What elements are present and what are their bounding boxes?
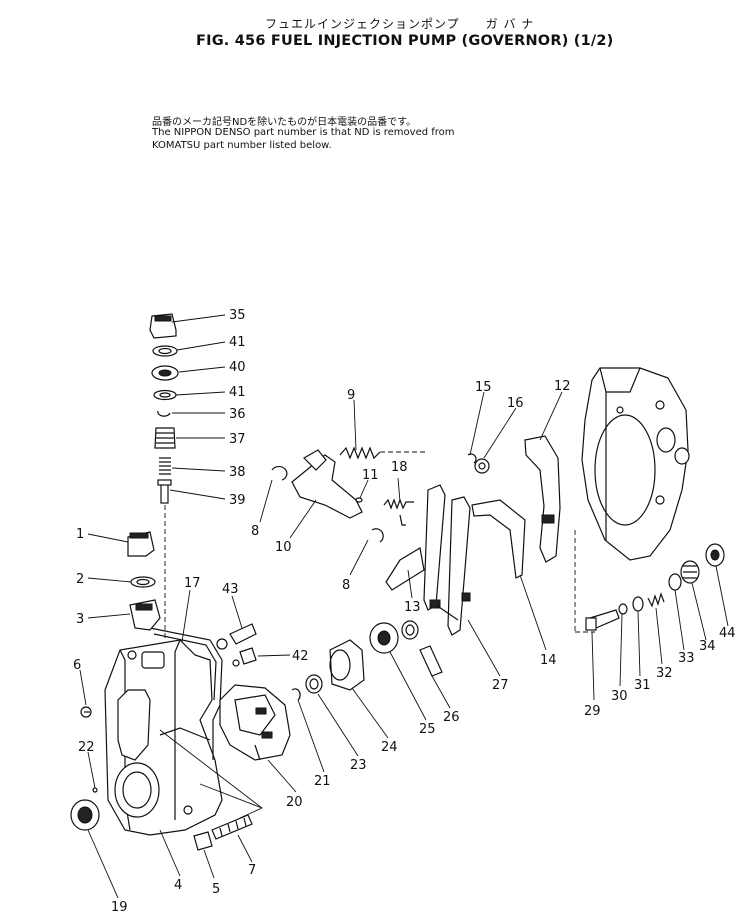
callout-32: 32 <box>656 666 673 681</box>
callout-17: 17 <box>184 576 201 591</box>
callout-29: 29 <box>584 704 601 719</box>
lever-12 <box>524 435 561 563</box>
callout-27: 27 <box>492 678 509 693</box>
bolts <box>216 623 257 667</box>
callout-13: 13 <box>404 600 421 615</box>
callout-8b: 8 <box>342 578 350 593</box>
callout-41b: 41 <box>229 385 246 400</box>
callout-39: 39 <box>229 493 246 508</box>
callout-8a: 8 <box>251 524 259 539</box>
callout-36: 36 <box>229 407 246 422</box>
governor-levers <box>385 484 471 636</box>
stud-and-nut <box>193 814 253 851</box>
governor-cover <box>581 367 690 561</box>
callout-4: 4 <box>174 878 182 893</box>
lever-shaft-assembly <box>271 446 425 543</box>
link-and-clips <box>467 453 526 579</box>
lever-12-pin <box>541 514 555 524</box>
callout-10: 10 <box>275 540 292 555</box>
callout-41: 41 <box>229 335 246 350</box>
flyweight-assembly <box>219 684 291 761</box>
callout-5: 5 <box>212 882 220 897</box>
callout-30: 30 <box>611 689 628 704</box>
callout-44: 44 <box>719 626 736 641</box>
figure-title: FIG. 456 FUEL INJECTION PUMP (GOVERNOR) … <box>196 33 614 49</box>
callout-38: 38 <box>229 465 246 480</box>
note-line-english-2: KOMATSU part number listed below. <box>152 140 332 151</box>
callout-31: 31 <box>634 678 651 693</box>
callout-numbers: 35 41 40 41 36 37 38 39 1 2 3 6 22 19 4 … <box>73 308 736 915</box>
callout-12: 12 <box>554 379 571 394</box>
callout-14: 14 <box>540 653 557 668</box>
callout-22: 22 <box>78 740 95 755</box>
callout-35: 35 <box>229 308 246 323</box>
callout-21: 21 <box>314 774 331 789</box>
leader-lines <box>79 314 729 899</box>
callout-2: 2 <box>76 572 84 587</box>
callout-26: 26 <box>443 710 460 725</box>
callout-42: 42 <box>292 649 309 664</box>
callout-15: 15 <box>475 380 492 395</box>
callout-23: 23 <box>350 758 367 773</box>
callout-37: 37 <box>229 432 246 447</box>
governor-housing <box>104 639 223 836</box>
plug-stack <box>149 313 179 640</box>
callout-9: 9 <box>347 388 355 403</box>
callout-33: 33 <box>678 651 695 666</box>
callout-20: 20 <box>286 795 303 810</box>
callout-6: 6 <box>73 658 81 673</box>
callout-16: 16 <box>507 396 524 411</box>
note-line-english-1: The NIPPON DENSO part number is that ND … <box>152 127 455 138</box>
callout-18: 18 <box>391 460 408 475</box>
callout-40: 40 <box>229 360 246 375</box>
gasket-17 <box>149 627 223 760</box>
callout-3: 3 <box>76 612 84 627</box>
callout-24: 24 <box>381 740 398 755</box>
callout-25: 25 <box>419 722 436 737</box>
callout-43: 43 <box>222 582 239 597</box>
note-line-japanese: 品番のメーカ記号NDを除いたものが日本電装の品番です。 <box>152 117 417 128</box>
adjusting-bolt-stack <box>585 543 725 631</box>
japanese-title: フュエルインジェクションポンプ ガ バ ナ <box>265 17 535 31</box>
callout-1: 1 <box>76 527 84 542</box>
callout-19: 19 <box>111 900 128 915</box>
callout-34: 34 <box>699 639 716 654</box>
left-parts <box>70 531 161 831</box>
shaft-components <box>291 620 443 701</box>
leader-cross <box>159 729 263 809</box>
callout-11: 11 <box>362 468 379 483</box>
callout-7: 7 <box>248 863 256 878</box>
